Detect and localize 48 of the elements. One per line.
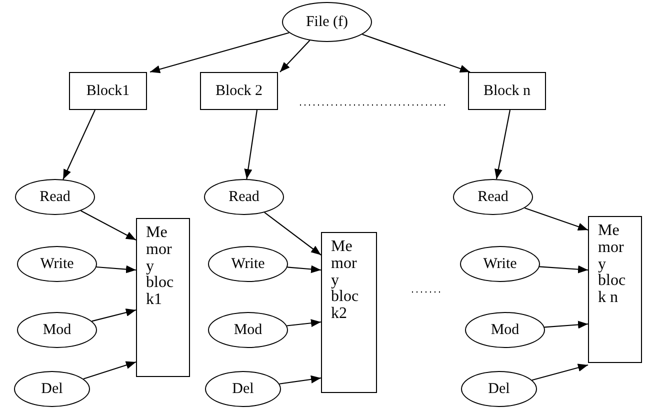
arrow xyxy=(532,364,588,381)
arrow xyxy=(540,265,588,274)
arrow xyxy=(287,265,322,274)
memory-block-box xyxy=(321,232,377,393)
node-label: Mod xyxy=(234,322,262,338)
node-label: Read xyxy=(478,188,508,206)
block-box xyxy=(200,72,278,110)
node-label: Write xyxy=(40,256,74,272)
ellipse-node xyxy=(282,2,372,42)
arrow xyxy=(264,212,322,256)
arrow xyxy=(96,265,136,274)
arrow xyxy=(280,40,310,72)
memory-block-box xyxy=(136,218,190,377)
arrow xyxy=(80,210,136,240)
node-label: Mod xyxy=(490,322,520,338)
block-box xyxy=(69,72,147,110)
ellipse-node xyxy=(17,312,97,348)
node-label: Me mor y bloc k2 xyxy=(331,239,360,323)
ellipse-node xyxy=(461,371,537,407)
arrow xyxy=(279,375,322,384)
node-label: Write xyxy=(231,256,265,272)
arrow xyxy=(244,110,258,180)
node-label: Block n xyxy=(483,82,531,100)
node-label: Read xyxy=(228,188,260,206)
node-label: Del xyxy=(41,380,63,398)
node-label: Me mor y bloc k n xyxy=(598,223,627,307)
node-label: Write xyxy=(483,256,517,272)
arrow xyxy=(362,34,470,73)
ellipse-node xyxy=(14,371,90,407)
node-label: Block 2 xyxy=(215,82,263,100)
memory-block-box xyxy=(588,216,642,363)
node-label: File (f) xyxy=(306,14,348,30)
node-label: Block1 xyxy=(86,82,130,100)
arrow xyxy=(524,207,588,231)
arrow xyxy=(544,320,588,329)
node-label: Me mor y bloc k1 xyxy=(146,225,175,309)
node-label: Mod xyxy=(42,322,72,338)
arrow xyxy=(83,361,136,380)
arrow xyxy=(62,110,96,180)
arrow xyxy=(150,32,290,74)
node-label: Del xyxy=(232,380,254,398)
node-label: Del xyxy=(488,380,510,398)
arrow xyxy=(494,110,511,180)
node-label: Read xyxy=(40,188,70,206)
arrow xyxy=(92,308,136,322)
arrow xyxy=(286,319,322,328)
ellipse-node xyxy=(453,179,533,215)
block-box xyxy=(468,72,546,110)
